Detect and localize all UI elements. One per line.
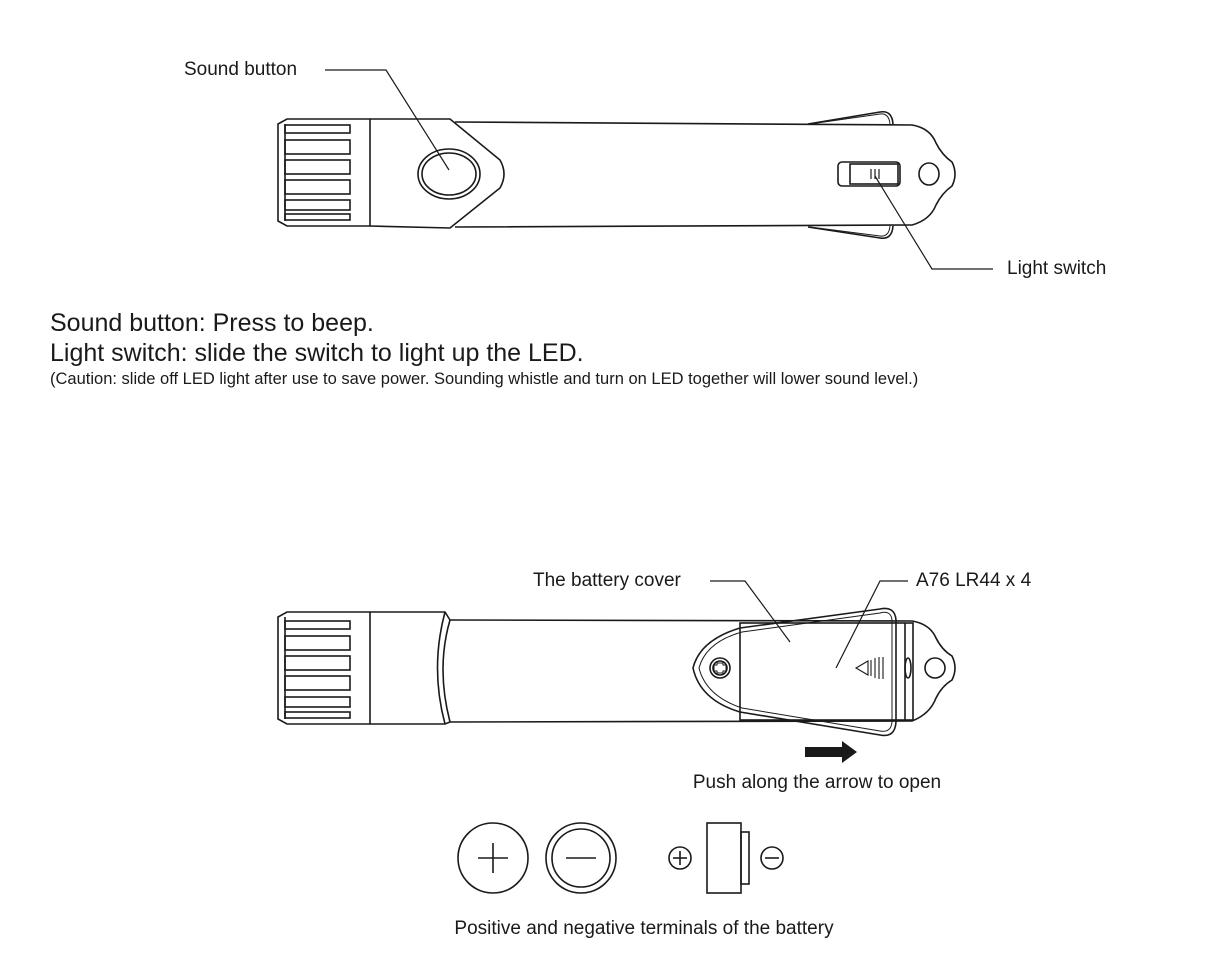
- sound-button-label: Sound button: [184, 59, 298, 80]
- belt-clip: [807, 110, 894, 240]
- lanyard-hole: [918, 162, 940, 186]
- open-direction-marker: [854, 657, 884, 679]
- flashlight-body: [449, 619, 956, 723]
- sound-button-leader: [325, 69, 450, 171]
- flashlight-collar: [370, 611, 451, 725]
- battery-cover-leader: [710, 580, 791, 643]
- push-arrow-icon: [805, 741, 857, 763]
- flashlight-head: [277, 118, 371, 227]
- sound-button[interactable]: [417, 148, 481, 200]
- light-switch[interactable]: [837, 161, 901, 187]
- flashlight-body: [454, 121, 956, 228]
- battery-side-icon: [706, 822, 750, 894]
- negative-terminal-icon: [545, 822, 617, 894]
- flashlight-back-view: [277, 580, 956, 763]
- light-switch-instruction: Light switch: slide the switch to light …: [50, 339, 584, 367]
- small-minus-icon: [760, 846, 784, 870]
- positive-terminal-icon: [457, 822, 529, 894]
- battery-type-label: A76 LR44 x 4: [916, 570, 1032, 591]
- flashlight-head: [277, 611, 371, 725]
- small-plus-icon: [668, 846, 692, 870]
- sound-button-instruction: Sound button: Press to beep.: [50, 309, 374, 337]
- light-switch-leader: [874, 175, 993, 270]
- battery-terminals-illustration: [457, 822, 784, 894]
- battery-terminals-caption: Positive and negative terminals of the b…: [454, 918, 834, 939]
- push-instruction: Push along the arrow to open: [692, 772, 942, 793]
- light-switch-label: Light switch: [1007, 258, 1107, 279]
- screw: [709, 657, 731, 679]
- battery-cover-label: The battery cover: [533, 570, 681, 591]
- battery-cover[interactable]: [739, 622, 914, 721]
- caution-note: (Caution: slide off LED light after use …: [50, 370, 919, 388]
- battery-type-leader: [835, 580, 908, 669]
- flashlight-front-view: [277, 69, 993, 270]
- belt-clip: [692, 607, 897, 737]
- flashlight-collar: [369, 118, 505, 229]
- lanyard-hole: [924, 657, 946, 679]
